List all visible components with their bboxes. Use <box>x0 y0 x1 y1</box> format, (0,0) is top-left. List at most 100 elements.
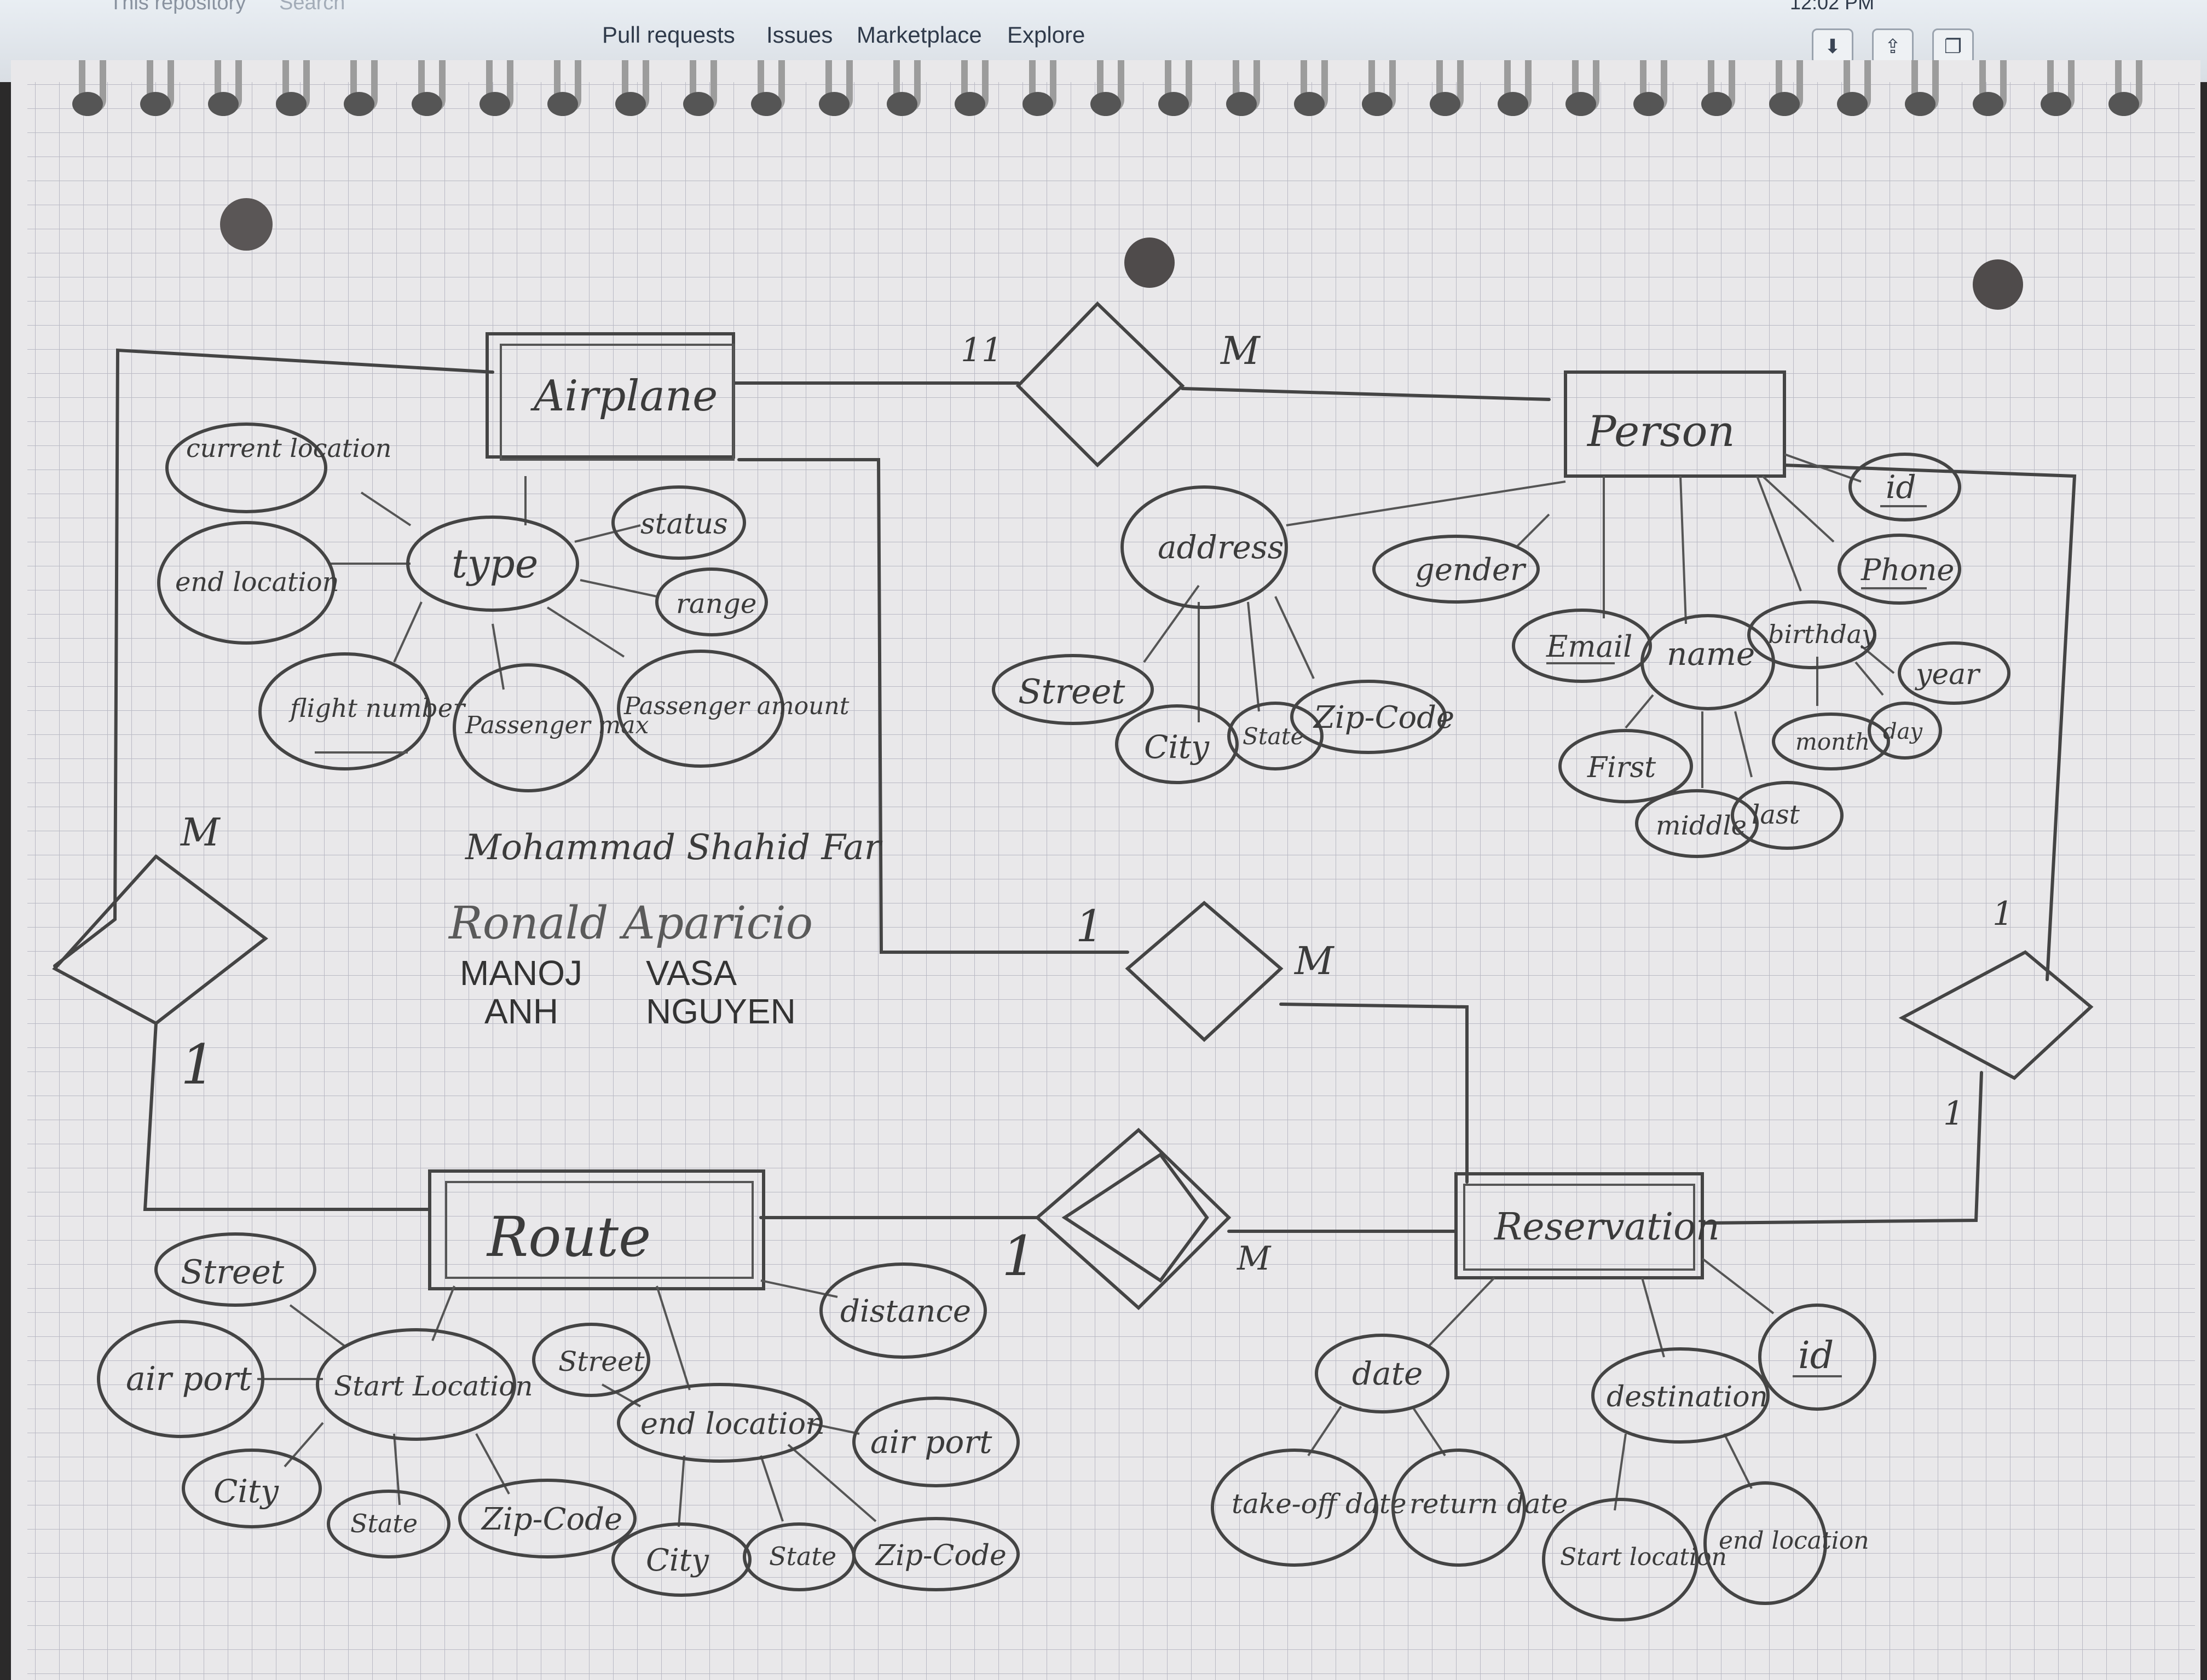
attr-text: Zip-Code <box>1313 700 1454 735</box>
relationship-diamond <box>1015 301 1185 468</box>
attr-text: Zip-Code <box>481 1502 622 1537</box>
ring-hole <box>344 92 374 116</box>
attr-range <box>655 567 768 636</box>
attr-month <box>1772 712 1890 771</box>
nav-pull-requests[interactable]: Pull requests <box>602 22 735 48</box>
ring-hole <box>1837 92 1868 116</box>
attr-text: air port <box>126 1360 252 1398</box>
attr-status <box>611 485 746 560</box>
entity-label: Airplane <box>530 372 718 421</box>
ring-hole <box>1905 92 1936 116</box>
ring-hole <box>887 92 917 116</box>
search-label[interactable]: Search <box>279 0 345 14</box>
attr-distance <box>819 1262 987 1359</box>
attr-text: return date <box>1409 1488 1568 1520</box>
attr-text: destination <box>1607 1381 1768 1413</box>
attr-phone <box>1838 534 1961 605</box>
punch-hole <box>1124 237 1175 288</box>
attr-destination <box>1591 1347 1770 1444</box>
attr-text: Street <box>181 1253 285 1291</box>
cardinality: M <box>1220 328 1261 373</box>
attr-text: gender <box>1415 552 1527 588</box>
ring-hole <box>547 92 578 116</box>
attr-res-end-location <box>1703 1481 1827 1605</box>
nav-issues[interactable]: Issues <box>766 22 833 48</box>
attr-email <box>1512 609 1652 683</box>
attr-text: Passenger amount <box>623 692 850 720</box>
attr-last <box>1731 781 1844 850</box>
attr-passenger-max <box>453 663 604 792</box>
ring-hole <box>1973 92 2003 116</box>
attr-end-location <box>617 1383 823 1463</box>
attr-end-city <box>611 1522 752 1597</box>
relationship-diamond <box>1035 1127 1232 1311</box>
attr-text: end location <box>1719 1527 1869 1555</box>
attr-text: take-off date <box>1232 1488 1407 1520</box>
attr-text: date <box>1352 1355 1423 1392</box>
attr-text: year <box>1915 658 1981 691</box>
share-icon[interactable]: ⇪ <box>1872 28 1914 65</box>
attr-middle <box>1635 789 1759 858</box>
ring-hole <box>412 92 442 116</box>
ring-hole <box>683 92 714 116</box>
attr-res-start-location <box>1542 1498 1698 1621</box>
ring-hole <box>1701 92 1732 116</box>
ring-hole <box>276 92 307 116</box>
ring-hole <box>1430 92 1460 116</box>
attr-year <box>1898 641 2010 705</box>
cardinality: 1 <box>181 1033 216 1097</box>
ring-hole <box>2108 92 2139 116</box>
nav-explore[interactable]: Explore <box>1007 22 1085 48</box>
ring-hole <box>140 92 171 116</box>
entity-label: Route <box>486 1205 651 1269</box>
ring-hole <box>2041 92 2071 116</box>
attr-street <box>992 654 1154 725</box>
attr-text: Email <box>1546 629 1632 664</box>
route-attributes: Street air port Start Location City Stat… <box>97 1232 1020 1597</box>
spiral-binding <box>72 60 2142 116</box>
nav-marketplace[interactable]: Marketplace <box>857 22 982 48</box>
person-attributes: address Street City State Zip-Code gende… <box>992 453 2010 858</box>
ring-hole <box>615 92 646 116</box>
cardinality: 11 <box>961 331 1002 369</box>
attr-text: City <box>1144 728 1210 766</box>
attr-text: distance <box>840 1294 971 1329</box>
ring-hole <box>1633 92 1664 116</box>
attr-type <box>406 515 579 612</box>
attr-route-state <box>327 1490 450 1559</box>
reservation-attributes: date take-off date return date destinati… <box>1211 1258 1876 1621</box>
attr-date <box>1315 1334 1449 1413</box>
repo-label: This repository <box>109 0 246 14</box>
attr-end-street <box>532 1323 650 1397</box>
connector-lines <box>53 348 2077 1233</box>
download-icon[interactable]: ⬇ <box>1812 28 1853 65</box>
author-name: MANOJ <box>460 953 582 993</box>
attr-end-airport <box>852 1397 1020 1487</box>
attr-text: last <box>1752 800 1800 830</box>
ring-hole <box>1565 92 1596 116</box>
ring-hole <box>1498 92 1528 116</box>
entity-reservation: Reservation <box>1454 1172 1720 1279</box>
attr-takeoff-date <box>1211 1449 1378 1567</box>
airplane-attributes: current location end location type statu… <box>157 422 850 792</box>
attr-passenger-amount <box>617 650 784 768</box>
attr-text: City <box>646 1543 709 1578</box>
attr-zip <box>1290 680 1447 754</box>
attr-text: month <box>1795 728 1870 755</box>
entity-label: Reservation <box>1493 1206 1720 1249</box>
attr-text: State <box>769 1542 836 1571</box>
attr-route-zip <box>458 1479 637 1559</box>
attr-flight-number <box>258 652 431 771</box>
relationship-diamond <box>52 854 268 1026</box>
author-name: Ronald Aparicio <box>448 897 813 949</box>
cardinality: 1 <box>1992 895 2013 933</box>
attr-text: First <box>1587 751 1656 784</box>
tabs-icon[interactable]: ❐ <box>1932 28 1974 65</box>
attr-route-airport <box>97 1320 264 1438</box>
entity-route: Route <box>428 1169 765 1290</box>
attr-text: id <box>1886 468 1916 506</box>
clock-label: 12:02 PM <box>1790 0 1875 14</box>
entity-label: Person <box>1586 407 1735 456</box>
entity-person: Person <box>1564 370 1786 478</box>
ring-hole <box>208 92 239 116</box>
